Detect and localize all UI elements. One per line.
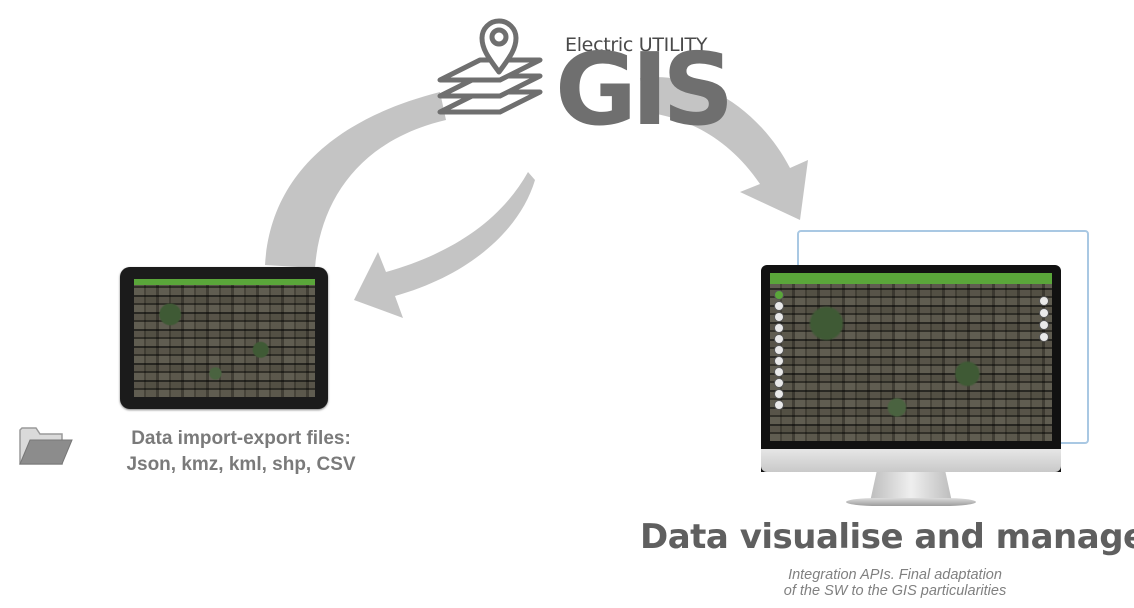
map-tool-icon[interactable] (775, 368, 783, 376)
map-tool-icon[interactable] (775, 379, 783, 387)
left-arc-arrow (354, 172, 535, 318)
monitor-app-bar (770, 273, 1052, 284)
import-export-caption: Data import-export files: Json, kmz, kml… (84, 426, 398, 478)
map-tool-icon[interactable] (1039, 297, 1048, 305)
map-tool-icon[interactable] (775, 313, 783, 321)
map-tool-icon[interactable] (1039, 309, 1048, 317)
monitor-map-screen (770, 273, 1052, 441)
map-pin-layers-icon (437, 18, 543, 115)
map-tool-icon[interactable] (775, 401, 783, 409)
desktop-monitor (761, 265, 1061, 472)
tablet-map-screen (134, 279, 315, 397)
rugged-tablet (120, 267, 328, 409)
import-line-2: Json, kmz, kml, shp, CSV (126, 454, 356, 475)
map-left-toolbar (773, 291, 785, 419)
monitor-stand-foot (846, 498, 976, 506)
monitor-stand-neck (870, 472, 952, 502)
import-line-1: Data import-export files: (131, 428, 351, 449)
visualise-line-1: Integration APIs. Final adaptation (788, 567, 1002, 583)
map-tool-icon[interactable] (1039, 333, 1048, 341)
tablet-app-bar (134, 279, 315, 285)
layers-tool-icon[interactable] (775, 291, 783, 299)
visualise-title: Data visualise and manage (640, 517, 1134, 557)
right-arc-arrow (640, 76, 808, 220)
logo-subtitle: Electric UTILITY (565, 34, 708, 56)
folder-icon (19, 427, 73, 465)
map-tool-icon[interactable] (775, 357, 783, 365)
map-tool-icon[interactable] (775, 390, 783, 398)
upward-arc-arrow (265, 92, 446, 268)
map-tool-icon[interactable] (775, 335, 783, 343)
map-tool-icon[interactable] (1039, 321, 1048, 329)
monitor-chin (761, 449, 1061, 472)
map-tool-icon[interactable] (775, 346, 783, 354)
map-tool-icon[interactable] (775, 302, 783, 310)
visualise-subtitle: Integration APIs. Final adaptation of th… (700, 567, 1090, 599)
visualise-line-2: of the SW to the GIS particularities (783, 583, 1007, 599)
map-right-toolbar (1038, 297, 1049, 357)
logo-title: GIS (555, 31, 734, 148)
map-tool-icon[interactable] (775, 324, 783, 332)
